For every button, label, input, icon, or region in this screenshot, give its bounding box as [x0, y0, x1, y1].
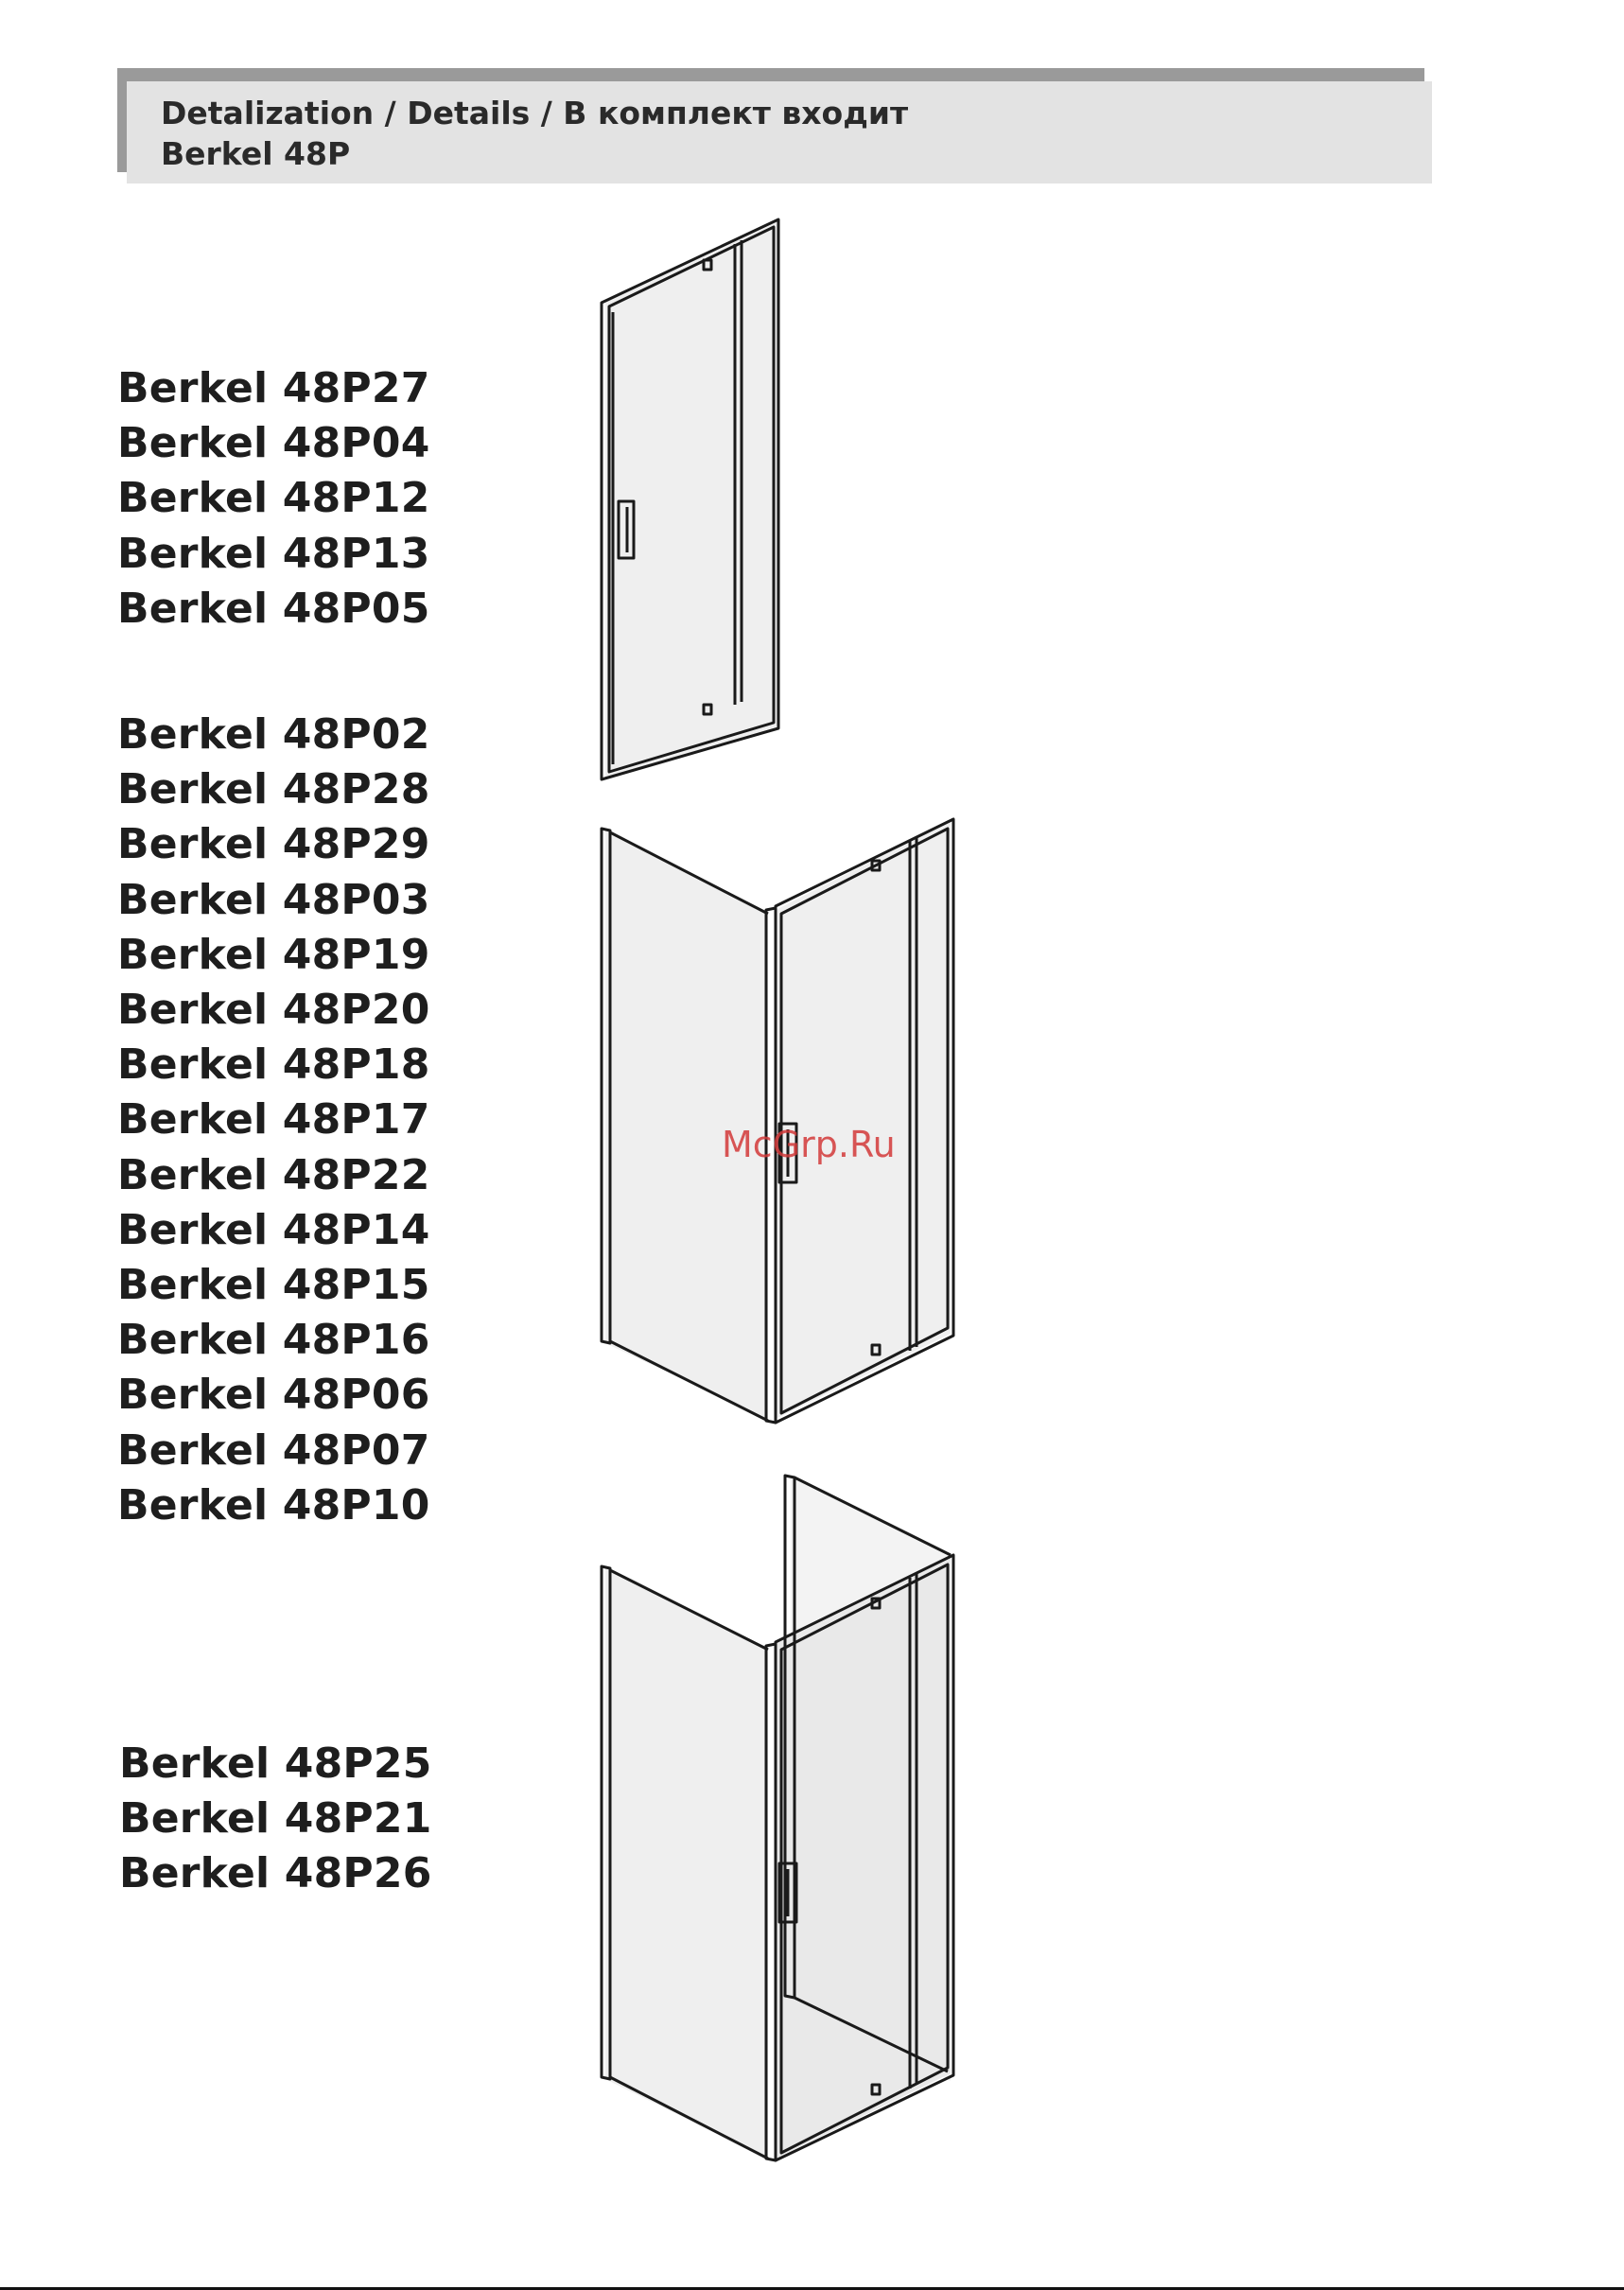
corner-enclosure-drawing	[600, 817, 955, 1425]
model-list-three-wall: Berkel 48P25 Berkel 48P21 Berkel 48P26	[119, 1737, 432, 1902]
model-item: Berkel 48P18	[117, 1040, 430, 1090]
model-item: Berkel 48P25	[119, 1739, 432, 1788]
door-panel-drawing	[600, 218, 780, 781]
model-item: Berkel 48P21	[119, 1794, 432, 1844]
model-item: Berkel 48P06	[117, 1371, 430, 1420]
header-title: Detalization / Details / В комплект вход…	[161, 95, 909, 131]
model-item: Berkel 48P17	[117, 1095, 430, 1145]
model-item: Berkel 48P02	[117, 710, 430, 759]
model-item: Berkel 48P27	[117, 364, 430, 412]
model-item: Berkel 48P14	[117, 1205, 430, 1254]
model-item: Berkel 48P15	[117, 1261, 430, 1310]
three-wall-enclosure-drawing	[600, 1474, 955, 2162]
header-subtitle: Berkel 48P	[161, 135, 351, 172]
model-item: Berkel 48P05	[117, 584, 430, 633]
model-list-door: Berkel 48P27 Berkel 48P04 Berkel 48P12 B…	[117, 361, 430, 637]
model-item: Berkel 48P20	[117, 986, 430, 1035]
model-item: Berkel 48P04	[117, 419, 430, 468]
watermark: McGrp.Ru	[722, 1124, 896, 1165]
model-item: Berkel 48P13	[117, 529, 430, 578]
model-item: Berkel 48P29	[117, 820, 430, 869]
model-item: Berkel 48P07	[117, 1425, 430, 1475]
header-box	[127, 81, 1432, 184]
model-item: Berkel 48P03	[117, 875, 430, 924]
model-item: Berkel 48P22	[117, 1150, 430, 1199]
page-bottom-rule	[0, 2287, 1624, 2290]
model-item: Berkel 48P10	[117, 1480, 430, 1530]
model-item: Berkel 48P16	[117, 1316, 430, 1365]
model-list-corner: Berkel 48P02 Berkel 48P28 Berkel 48P29 B…	[117, 708, 430, 1533]
model-item: Berkel 48P19	[117, 930, 430, 979]
model-item: Berkel 48P28	[117, 765, 430, 814]
model-item: Berkel 48P12	[117, 474, 430, 523]
model-item: Berkel 48P26	[119, 1849, 432, 1898]
